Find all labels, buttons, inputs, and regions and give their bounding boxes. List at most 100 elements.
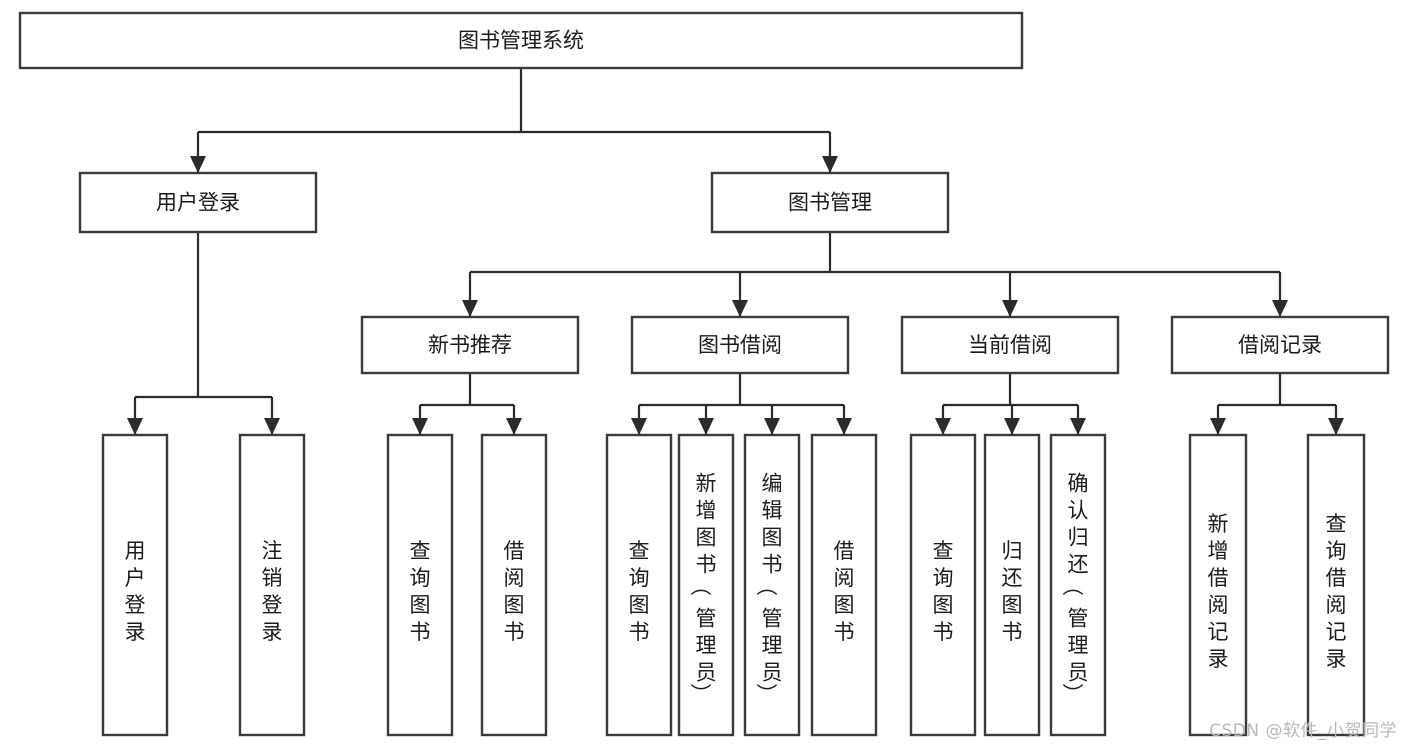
node-label-char: 书 [1002,620,1023,644]
node-label-char: 录 [1208,647,1229,671]
node-label-char: 记 [1326,620,1347,644]
node-borrow-record[interactable]: 借阅记录 [1170,315,1390,375]
node-label-char: 书 [762,553,783,577]
node-label-char: 编 [762,472,783,496]
node-label-char: 查 [933,539,954,563]
arrow-head-icon [1070,418,1086,435]
node-label-char: 阅 [1326,593,1347,617]
arrow-head-icon [836,418,852,435]
node-box [386,433,454,737]
node-label-char: 书 [629,620,650,644]
node-label-char: 询 [933,566,954,590]
node-label-char: ） [754,683,778,704]
node-label: 新书推荐 [428,333,512,357]
node-label-char: 借 [1326,566,1347,590]
node-box [677,433,735,737]
node-box [983,433,1041,737]
node-leaf-user-login[interactable]: 用户登录 [101,433,169,737]
node-label-char: 图 [762,526,783,550]
node-box [743,433,801,737]
node-label-char: 借 [1208,566,1229,590]
arrow-head-icon [190,156,206,173]
node-label-char: ） [688,683,712,704]
node-label-char: 录 [125,620,146,644]
node-new-book-recommend[interactable]: 新书推荐 [360,315,580,375]
node-box [1170,315,1390,375]
node-label-char: 管 [1068,607,1089,631]
node-label-char: 查 [1326,512,1347,536]
node-box [909,433,977,737]
node-label-char: 图 [696,526,717,550]
arrow-head-icon [764,418,780,435]
node-label-char: 管 [696,607,717,631]
node-box [900,315,1120,375]
node-label-char: 查 [629,539,650,563]
node-box [78,171,318,234]
arrow-head-icon [732,300,748,317]
node-box [630,315,850,375]
arrow-head-icon [1210,418,1226,435]
node-label-char: 归 [1068,526,1089,550]
node-label-char: 图 [933,593,954,617]
node-label-char: 登 [125,593,146,617]
node-box [101,433,169,737]
node-label-char: 阅 [504,566,525,590]
node-box [238,433,306,737]
node-label-char: 理 [762,634,783,658]
node-box [605,433,673,737]
node-box [18,11,1024,70]
node-label-char: 书 [410,620,431,644]
arrow-head-icon [1328,418,1344,435]
node-label-char: 理 [696,634,717,658]
node-label-char: 录 [1326,647,1347,671]
node-label-char: 书 [933,620,954,644]
node-box [1049,433,1107,737]
node-user-login[interactable]: 用户登录 [78,171,318,234]
connector-layer [127,68,1344,435]
arrow-head-icon [935,418,951,435]
node-box [710,171,950,234]
node-label-char: 员 [762,661,783,685]
node-label-char: 员 [1068,661,1089,685]
arrow-head-icon [631,418,647,435]
node-label-char: 图 [1002,593,1023,617]
node-book-manage[interactable]: 图书管理 [710,171,950,234]
node-label: 用户登录 [156,191,240,215]
node-label-char: 增 [1208,539,1229,563]
node-label-char: 图 [629,593,650,617]
node-box [1188,433,1248,737]
node-label-char: ） [1060,683,1084,704]
node-layer: 图书管理系统用户登录图书管理新书推荐图书借阅当前借阅借阅记录用户登录注销登录查询… [18,11,1390,737]
node-label-char: 阅 [834,566,855,590]
node-root[interactable]: 图书管理系统 [18,11,1024,70]
node-book-borrow[interactable]: 图书借阅 [630,315,850,375]
node-label-char: 询 [629,566,650,590]
node-label: 图书管理 [788,191,872,215]
node-current-borrow[interactable]: 当前借阅 [900,315,1120,375]
arrow-head-icon [698,418,714,435]
node-label-char: 新 [696,472,717,496]
node-label-char: 管 [762,607,783,631]
node-label: 借阅记录 [1238,333,1322,357]
node-label-char: 归 [1002,539,1023,563]
node-label-char: 销 [262,566,283,590]
node-box [1306,433,1366,737]
arrow-head-icon [264,418,280,435]
arrow-head-icon [822,156,838,173]
node-label-char: 记 [1208,620,1229,644]
arrow-head-icon [1272,300,1288,317]
node-label-char: 新 [1208,512,1229,536]
